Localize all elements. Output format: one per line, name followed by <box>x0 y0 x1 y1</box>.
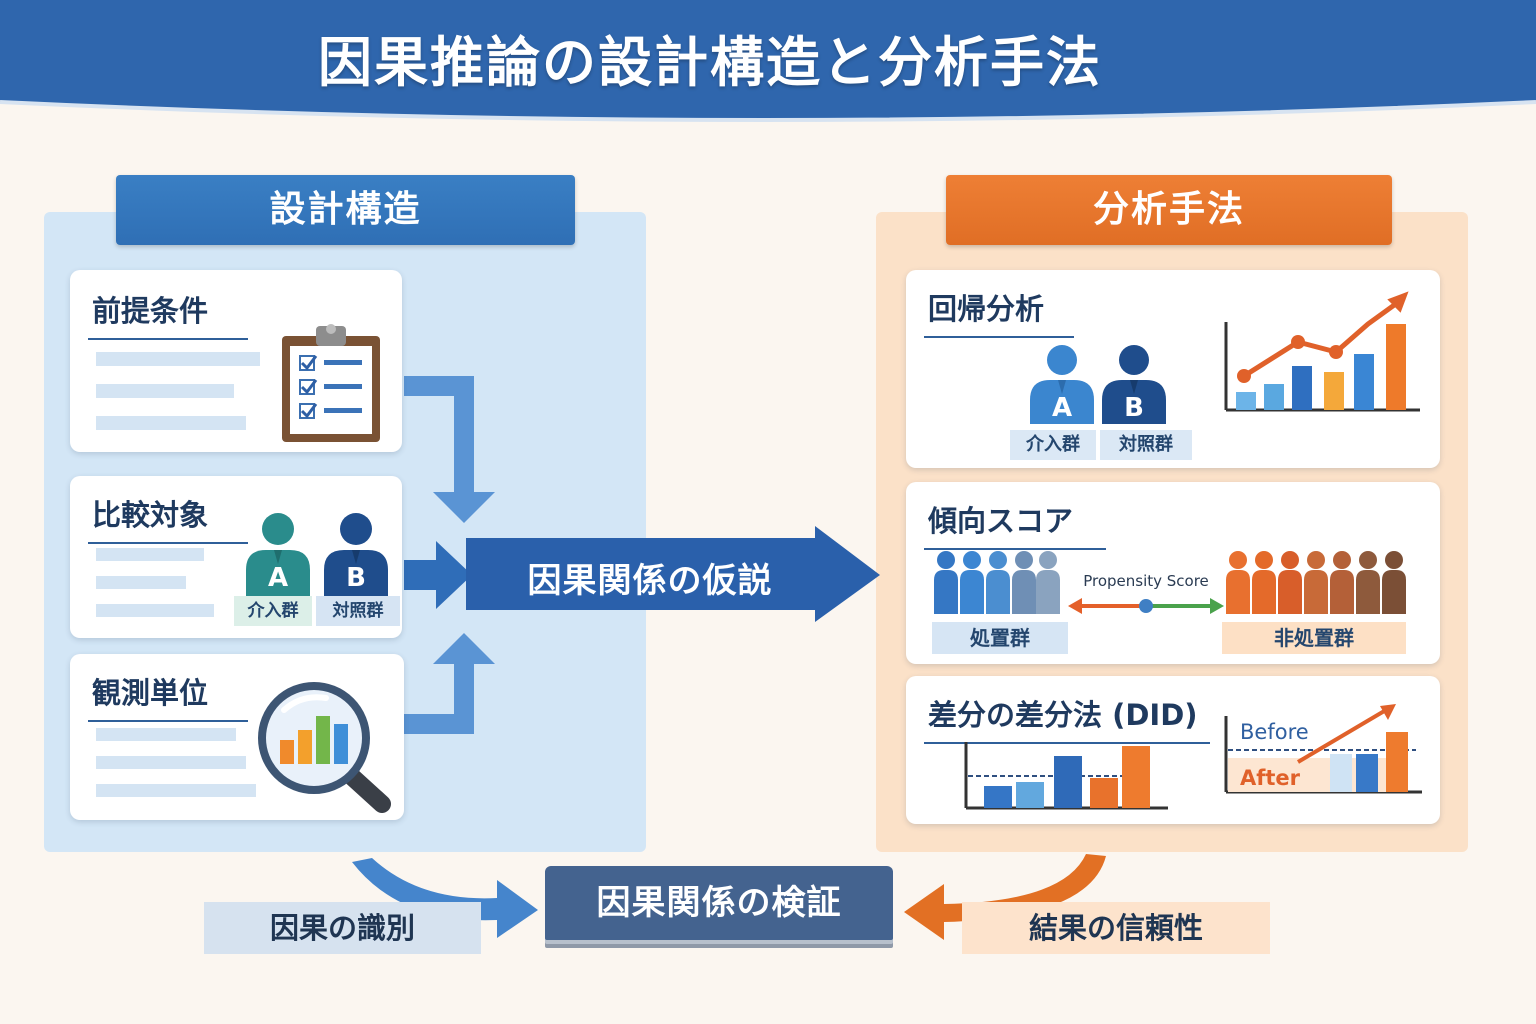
treated-group-people-icon <box>934 551 1060 614</box>
propensity-card: 傾向スコア Propensity Score 処置群 非処置群 <box>906 482 1440 664</box>
unit-connector-arrow <box>404 633 495 734</box>
propensity-score-label: Propensity Score <box>1083 572 1209 590</box>
group-b-label: 対照群 <box>1100 430 1192 460</box>
group-b-letter: B <box>1124 393 1144 423</box>
untreated-group-people-icon <box>1226 551 1406 614</box>
unit-card: 観測単位 <box>70 654 404 820</box>
verification-box: 因果関係の検証 <box>545 866 893 940</box>
identification-label: 因果の識別 <box>204 902 481 954</box>
person-b-body <box>324 550 388 596</box>
person-a-body <box>246 550 310 596</box>
unit-title: 観測単位 <box>88 670 248 722</box>
group-b-letter: B <box>346 563 366 593</box>
premise-connector-arrow <box>404 376 495 523</box>
premise-card: 前提条件 <box>70 270 402 452</box>
person-b-body <box>1102 380 1166 424</box>
clipboard-checklist-icon <box>282 324 380 442</box>
comparison-card: 比較対象 A B 介入群 対照群 <box>70 476 402 638</box>
design-header: 設計構造 <box>116 175 575 245</box>
did-card: 差分の差分法 (DID) Before After <box>906 676 1440 824</box>
person-b-head <box>340 513 372 545</box>
text-line <box>96 728 236 741</box>
untreated-label: 非処置群 <box>1222 622 1406 654</box>
hypothesis-arrow <box>466 526 880 622</box>
person-b-head <box>1119 345 1149 375</box>
treated-label: 処置群 <box>932 622 1068 654</box>
score-balance-arrow-icon <box>1068 598 1224 614</box>
propensity-title: 傾向スコア <box>924 498 1106 550</box>
after-label: After <box>1240 766 1301 790</box>
person-a-head <box>1047 345 1077 375</box>
person-a-body <box>1030 380 1094 424</box>
magnifier-chart-icon <box>258 682 391 813</box>
identification-arrow <box>352 858 538 938</box>
text-line <box>96 416 246 430</box>
group-a-label: 介入群 <box>1010 430 1096 460</box>
text-line <box>96 384 234 398</box>
page-title: 因果推論の設計構造と分析手法 <box>318 31 1102 94</box>
reliability-arrow <box>904 854 1106 940</box>
person-a-head <box>262 513 294 545</box>
comparison-connector-arrow <box>404 541 472 609</box>
regression-title: 回帰分析 <box>924 286 1074 338</box>
group-b-label: 対照群 <box>316 596 400 626</box>
text-line <box>96 784 256 797</box>
reliability-label: 結果の信頼性 <box>962 902 1270 954</box>
did-before-after-chart-icon <box>1224 704 1422 794</box>
text-line <box>96 756 246 769</box>
analysis-header: 分析手法 <box>946 175 1392 245</box>
regression-chart-icon <box>1224 291 1420 412</box>
group-a-label: 介入群 <box>234 596 312 626</box>
did-bar-chart-icon <box>964 742 1168 810</box>
group-a-letter: A <box>1052 393 1072 423</box>
did-title: 差分の差分法 (DID) <box>924 692 1210 744</box>
regression-card: 回帰分析 A B 介入群 対照群 <box>906 270 1440 468</box>
before-label: Before <box>1240 720 1309 744</box>
header-band <box>0 0 1536 122</box>
group-ab-icon: A B <box>246 513 388 596</box>
comparison-title: 比較対象 <box>88 492 248 544</box>
text-line <box>96 352 260 366</box>
regression-group-ab-icon: A B <box>1030 345 1166 424</box>
premise-title: 前提条件 <box>88 288 248 340</box>
text-line <box>96 576 186 589</box>
text-line <box>96 548 204 561</box>
hypothesis-label: 因果関係の仮説 <box>527 561 773 601</box>
text-line <box>96 604 214 617</box>
group-a-letter: A <box>268 563 288 593</box>
